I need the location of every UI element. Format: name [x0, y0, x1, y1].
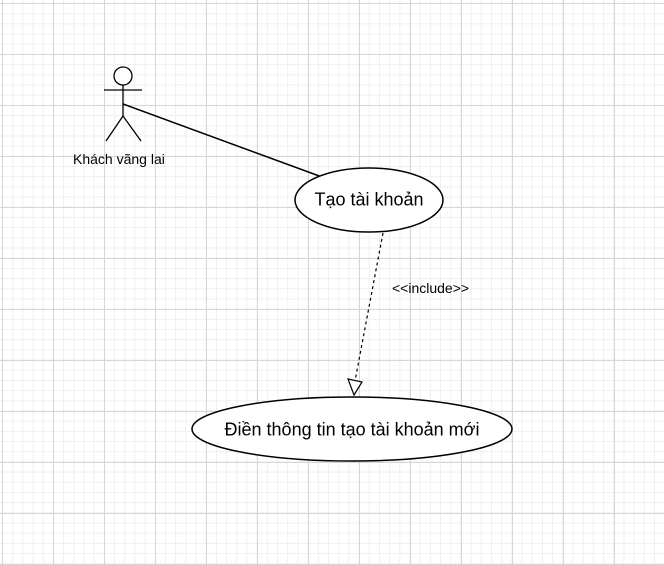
include-label: <<include>> — [392, 280, 470, 296]
actor-left-leg — [105, 115, 124, 142]
actor-figure[interactable] — [104, 66, 142, 142]
use-case-dien-thong-tin[interactable] — [191, 396, 513, 462]
include-arrowhead — [347, 378, 363, 397]
actor-label: Khách vãng lai — [73, 151, 165, 167]
use-case-label-dien-thong-tin: Điền thông tin tạo tài khoản mới — [224, 419, 480, 440]
use-case-label-tao-tai-khoan: Tạo tài khoản — [314, 189, 424, 210]
use-case-tao-tai-khoan[interactable] — [294, 167, 444, 233]
association-line[interactable] — [122, 103, 323, 178]
include-line[interactable] — [354, 232, 384, 382]
actor-right-leg — [122, 115, 142, 142]
actor-head — [113, 66, 133, 86]
